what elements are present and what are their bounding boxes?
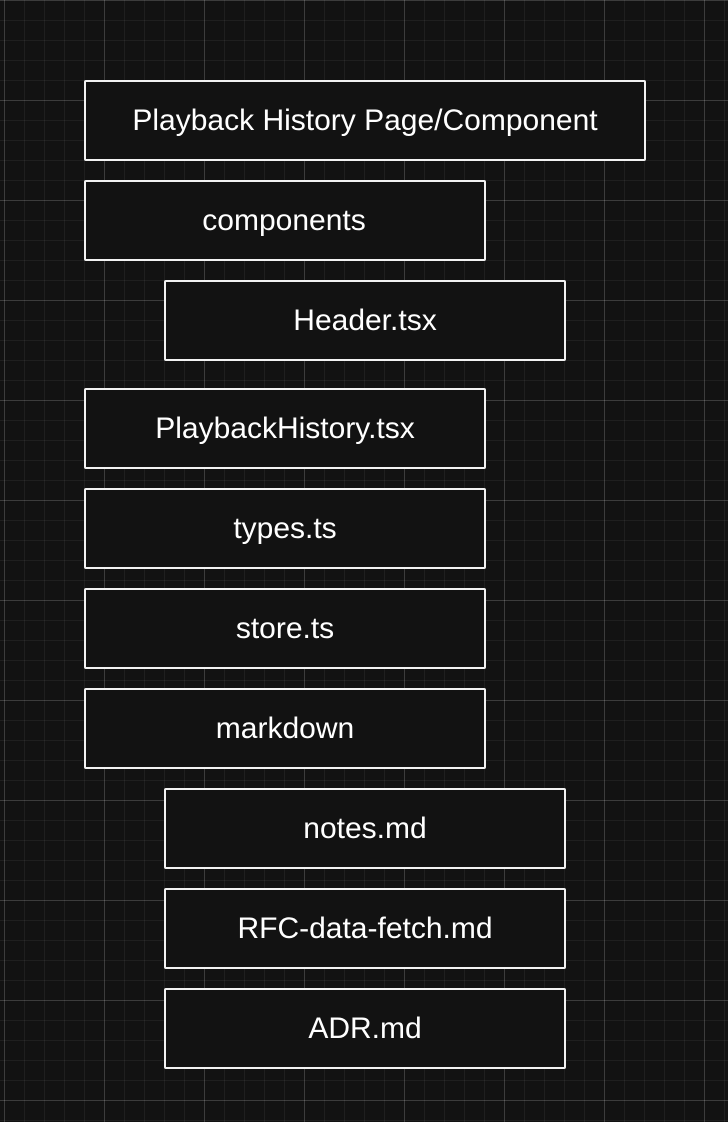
node-components-folder[interactable]: components	[84, 180, 486, 261]
node-notes-md[interactable]: notes.md	[164, 788, 566, 869]
node-label: types.ts	[233, 511, 337, 545]
node-header-tsx[interactable]: Header.tsx	[164, 280, 566, 361]
node-playback-history-page[interactable]: Playback History Page/Component	[84, 80, 646, 161]
node-markdown-folder[interactable]: markdown	[84, 688, 486, 769]
node-label: components	[202, 203, 366, 237]
node-label: markdown	[215, 711, 355, 745]
node-label: Playback History Page/Component	[132, 103, 598, 137]
node-store-ts[interactable]: store.ts	[84, 588, 486, 669]
node-adr-md[interactable]: ADR.md	[164, 988, 566, 1069]
node-label: notes.md	[303, 811, 427, 845]
node-label: RFC-data-fetch.md	[237, 911, 493, 945]
node-label: store.ts	[235, 611, 335, 645]
node-label: ADR.md	[308, 1011, 422, 1045]
node-label: Header.tsx	[293, 303, 437, 337]
node-label: PlaybackHistory.tsx	[155, 411, 415, 445]
node-types-ts[interactable]: types.ts	[84, 488, 486, 569]
node-rfc-data-fetch-md[interactable]: RFC-data-fetch.md	[164, 888, 566, 969]
node-playbackhistory-tsx[interactable]: PlaybackHistory.tsx	[84, 388, 486, 469]
